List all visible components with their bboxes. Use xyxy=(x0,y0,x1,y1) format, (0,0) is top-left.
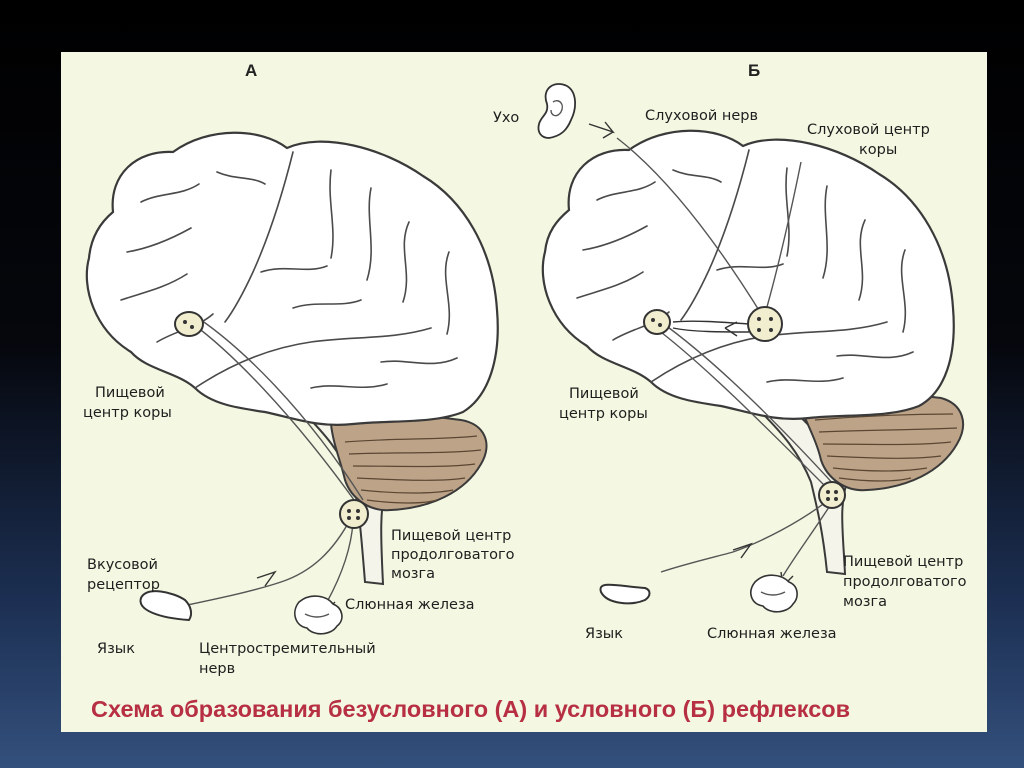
panel-b-tongue-label: Язык xyxy=(585,626,623,642)
panel-b-cortex-food-center xyxy=(643,309,671,335)
figure-caption: Схема образования безусловного (А) и усл… xyxy=(91,696,850,722)
panel-a-afferent-nerve xyxy=(172,517,352,609)
panel-b: Б xyxy=(493,61,967,642)
panel-b-medulla-food-center xyxy=(818,481,846,509)
panel-b-auditory-nerve-label: Слуховой нерв xyxy=(645,108,758,124)
panel-b-auditory-cortex-center xyxy=(747,306,783,342)
panel-b-letter: Б xyxy=(748,61,760,80)
reflex-diagram: А xyxy=(83,61,967,722)
panel-a-medulla-food-center xyxy=(339,499,369,529)
panel-a-food-center-cortex-label-2: центр коры xyxy=(83,405,172,421)
diagram-card: А xyxy=(61,52,987,732)
panel-b-salivary-gland-label: Слюнная железа xyxy=(707,626,837,642)
panel-b-cortex-pathway xyxy=(652,325,832,493)
panel-a-cortex-food-center xyxy=(174,311,204,337)
panel-b-tongue xyxy=(599,583,651,605)
panel-b-sound-arrow xyxy=(588,121,616,139)
panel-b-salivary-gland xyxy=(750,574,798,613)
panel-a-cerebellum xyxy=(329,414,488,512)
panel-a-food-center-cortex-label-1: Пищевой xyxy=(95,385,165,401)
panel-b-cerebrum xyxy=(541,129,955,420)
panel-a-medulla-center-label-3: мозга xyxy=(391,566,435,582)
panel-a-tongue-label: Язык xyxy=(97,641,135,657)
panel-a-tongue xyxy=(139,590,193,622)
panel-a-letter: А xyxy=(245,61,257,80)
panel-b-food-center-cortex-label-1: Пищевой xyxy=(569,386,639,402)
panel-a-taste-receptor-label-2: рецептор xyxy=(87,577,160,593)
panel-a-medulla-center-label-2: продолговатого xyxy=(391,547,515,563)
panel-b-medulla-center-label-2: продолговатого xyxy=(843,574,967,590)
panel-a-medulla-center-label-1: Пищевой центр xyxy=(391,528,511,544)
panel-a-taste-receptor-label-1: Вкусовой xyxy=(87,557,158,573)
panel-b-auditory-center-label-2: коры xyxy=(859,142,897,158)
panel-a-cerebrum xyxy=(85,131,499,426)
panel-b-temporary-connection xyxy=(672,320,750,325)
panel-b-ear xyxy=(537,83,576,139)
panel-b-ear-label: Ухо xyxy=(493,110,519,126)
panel-a-salivary-gland xyxy=(294,595,343,635)
panel-a-cortex-pathway xyxy=(192,323,358,505)
panel-b-medulla-center-label-1: Пищевой центр xyxy=(843,554,963,570)
panel-a-salivary-gland-label: Слюнная железа xyxy=(345,597,475,613)
panel-a-afferent-nerve-label-1: Центростремительный xyxy=(199,641,376,657)
panel-a: А xyxy=(83,61,515,677)
panel-b-medulla-center-label-3: мозга xyxy=(843,594,887,610)
panel-b-auditory-center-label-1: Слуховой центр xyxy=(807,122,930,138)
panel-b-auditory-nerve xyxy=(616,137,766,321)
panel-b-food-center-cortex-label-2: центр коры xyxy=(559,406,648,422)
panel-a-efferent-nerve xyxy=(326,521,354,603)
panel-a-afferent-nerve-label-2: нерв xyxy=(199,661,235,677)
